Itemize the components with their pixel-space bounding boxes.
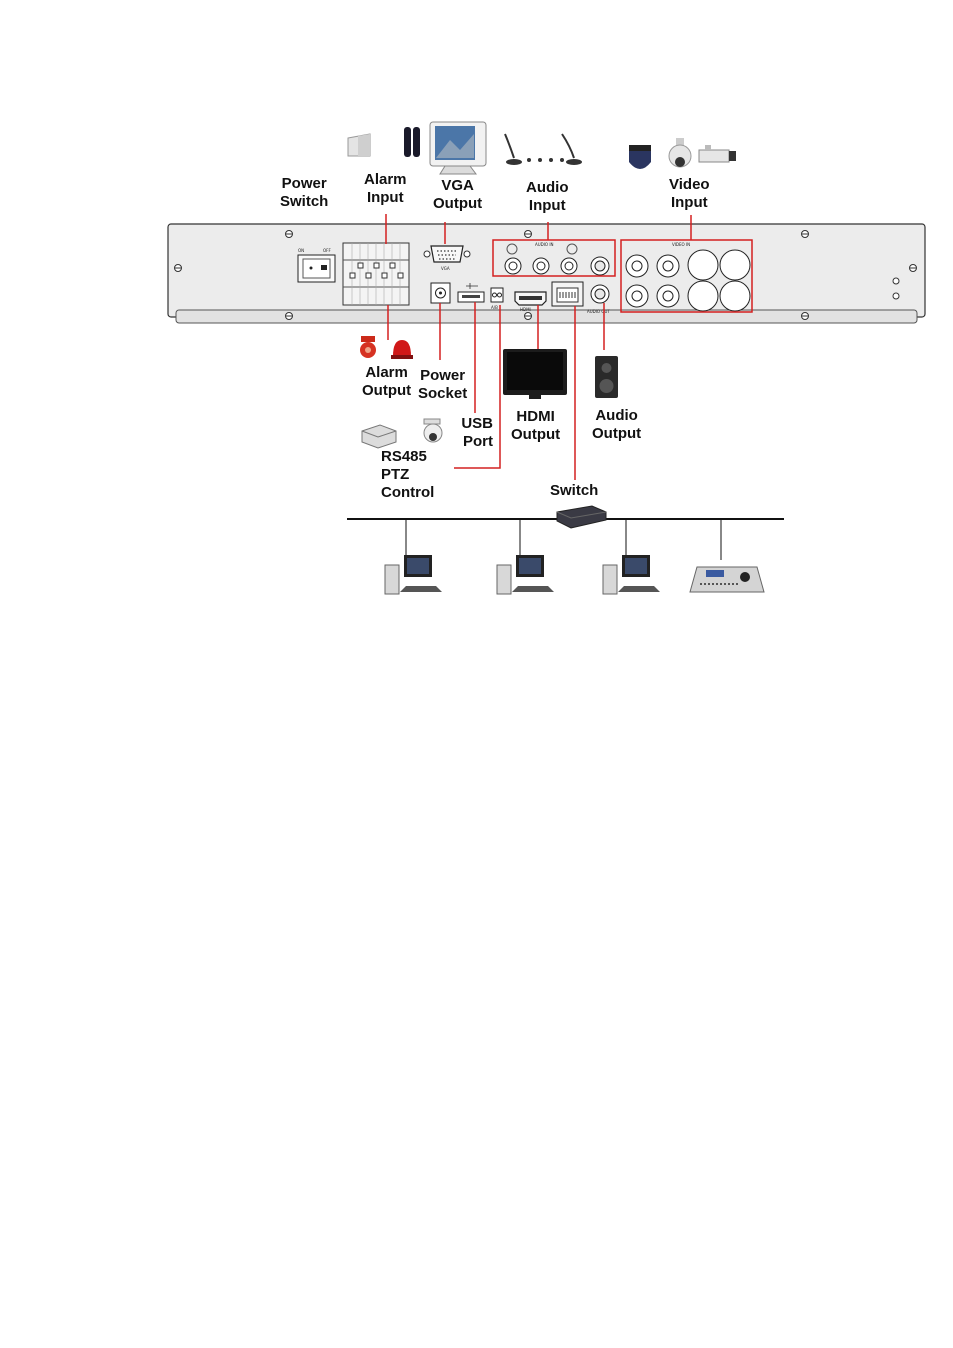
vga-monitor-icon bbox=[429, 121, 487, 175]
audio-output-jack[interactable]: AUDIO OUT bbox=[587, 284, 610, 314]
screw-icon bbox=[285, 312, 293, 320]
label-alarm-output: Alarm Output bbox=[362, 364, 412, 399]
switch-off-mark: OFF bbox=[323, 248, 331, 253]
rs485-port[interactable]: A/B bbox=[490, 287, 504, 310]
screw-icon bbox=[524, 230, 532, 238]
audio-input-jacks[interactable]: AUDIO IN bbox=[504, 242, 610, 276]
network-switch-icon bbox=[556, 505, 607, 529]
power-switch[interactable]: ON OFF bbox=[297, 248, 336, 283]
audio-out-mark: AUDIO OUT bbox=[587, 309, 610, 314]
ptz-camera-icon bbox=[423, 418, 443, 443]
siren-icon bbox=[391, 340, 413, 359]
video-in-mark: VIDEO IN bbox=[672, 242, 690, 247]
pir-sensor-icon bbox=[347, 133, 371, 157]
switch-on-mark: ON bbox=[298, 248, 304, 253]
label-rs485-ptz-control: RS485 PTZ Control bbox=[381, 448, 435, 501]
alarm-terminal-block[interactable] bbox=[342, 242, 410, 306]
power-socket-port[interactable] bbox=[430, 282, 451, 304]
screw-icon bbox=[285, 230, 293, 238]
ptz-keyboard-icon bbox=[689, 566, 765, 593]
dvr-rear-panel: ON OFF VGA bbox=[167, 223, 926, 324]
pc-icon bbox=[496, 555, 554, 595]
dome-camera-icon bbox=[629, 145, 651, 169]
speaker-icon bbox=[595, 356, 618, 398]
hdmi-mark: HDMI bbox=[520, 307, 531, 312]
label-audio-input: Audio Input bbox=[526, 179, 569, 214]
label-switch: Switch bbox=[550, 482, 599, 499]
pc-icon bbox=[384, 555, 442, 595]
screw-icon bbox=[801, 230, 809, 238]
video-input-jacks[interactable]: VIDEO IN bbox=[625, 242, 751, 312]
screw-icon bbox=[892, 277, 900, 285]
screw-icon bbox=[524, 312, 532, 320]
label-usb-port: USB Port bbox=[461, 415, 493, 450]
microphone-icon bbox=[504, 133, 522, 165]
alarm-light-icon bbox=[360, 336, 376, 358]
screw-icon bbox=[909, 264, 917, 272]
beam-detector-icon bbox=[404, 127, 420, 157]
microphone-icon bbox=[561, 133, 582, 165]
hdmi-tv-icon bbox=[503, 349, 567, 399]
box-camera-icon bbox=[698, 145, 736, 163]
ellipsis-dots bbox=[527, 158, 564, 162]
speed-dome-camera-icon bbox=[668, 138, 692, 168]
label-power-socket: Power Socket bbox=[418, 367, 468, 402]
audio-in-mark: AUDIO IN bbox=[535, 242, 554, 247]
screw-icon bbox=[892, 292, 900, 300]
label-audio-output: Audio Output bbox=[592, 407, 642, 442]
hdmi-port[interactable]: HDMI bbox=[514, 291, 547, 312]
vga-port[interactable]: VGA bbox=[423, 245, 471, 271]
decoder-box-icon bbox=[361, 424, 397, 449]
callout-lines bbox=[385, 214, 753, 480]
ab-mark: A/B bbox=[491, 305, 498, 310]
label-power-switch: Power Switch bbox=[280, 175, 329, 210]
label-vga-output: VGA Output bbox=[433, 177, 483, 212]
vga-mark: VGA bbox=[441, 266, 450, 271]
label-hdmi-output: HDMI Output bbox=[511, 408, 561, 443]
network-port[interactable] bbox=[551, 281, 584, 307]
label-alarm-input: Alarm Input bbox=[364, 171, 407, 206]
label-video-input: Video Input bbox=[669, 176, 710, 211]
screw-icon bbox=[801, 312, 809, 320]
pc-icon bbox=[602, 555, 660, 595]
drop-lines bbox=[405, 519, 722, 560]
usb-port[interactable] bbox=[457, 283, 485, 303]
screw-icon bbox=[174, 264, 182, 272]
